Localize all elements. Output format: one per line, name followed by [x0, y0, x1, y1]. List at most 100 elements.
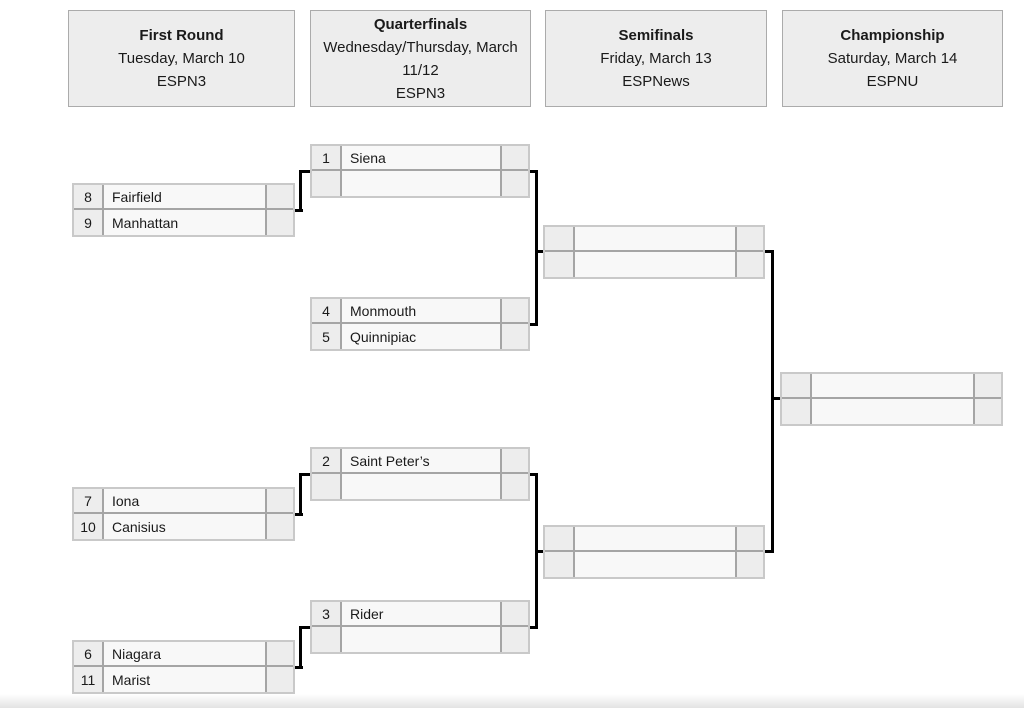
page-bottom-fade — [0, 694, 1024, 708]
round-date: Friday, March 13 — [600, 50, 712, 67]
score-cell — [500, 324, 528, 349]
seed-cell — [545, 227, 575, 250]
team-cell — [812, 374, 973, 397]
score-cell — [500, 627, 528, 652]
connector-sf-top-stub-in — [535, 250, 543, 253]
team-cell: Iona — [104, 489, 265, 512]
match-slot: 1 Siena — [312, 146, 528, 171]
connector-fr3-stub-in — [299, 626, 310, 629]
match-slot — [545, 227, 763, 252]
match-quarterfinal-saint-peters: 2 Saint Peter’s — [310, 447, 530, 501]
team-cell: Fairfield — [104, 185, 265, 208]
match-semifinal-top — [543, 225, 765, 279]
team-cell: Marist — [104, 667, 265, 692]
team-cell: Niagara — [104, 642, 265, 665]
score-cell — [500, 171, 528, 196]
round-date: Tuesday, March 10 — [118, 50, 245, 67]
match-slot — [312, 627, 528, 652]
round-title: First Round — [139, 27, 224, 44]
match-semifinal-bottom — [543, 525, 765, 579]
connector-fr2-vertical — [299, 473, 302, 516]
score-cell — [265, 489, 293, 512]
match-slot — [782, 374, 1001, 399]
seed-cell — [545, 552, 575, 577]
team-cell: Monmouth — [342, 299, 500, 322]
team-cell — [342, 171, 500, 196]
seed-cell: 8 — [74, 185, 104, 208]
score-cell — [265, 185, 293, 208]
match-slot — [545, 527, 763, 552]
connector-sf-bottom-stub-in — [535, 550, 543, 553]
connector-qf4-stub-out — [530, 626, 538, 629]
match-slot — [312, 474, 528, 499]
round-network: ESPNews — [622, 73, 690, 90]
team-cell: Rider — [342, 602, 500, 625]
connector-qf3-stub-out — [530, 473, 538, 476]
round-header-quarterfinals: Quarterfinals Wednesday/Thursday, March … — [310, 10, 531, 107]
score-cell — [500, 449, 528, 472]
score-cell — [265, 667, 293, 692]
match-championship — [780, 372, 1003, 426]
seed-cell: 4 — [312, 299, 342, 322]
team-cell — [575, 227, 735, 250]
team-cell: Saint Peter’s — [342, 449, 500, 472]
match-slot: 8 Fairfield — [74, 185, 293, 210]
round-date: Wednesday/Thursday, March 11/12 — [323, 38, 518, 79]
round-network: ESPN3 — [156, 73, 207, 90]
round-header-semifinals: Semifinals Friday, March 13 ESPNews — [545, 10, 767, 107]
round-title: Championship — [840, 27, 945, 44]
seed-cell: 10 — [74, 514, 104, 539]
seed-cell — [312, 627, 342, 652]
round-date: Saturday, March 14 — [827, 50, 958, 67]
team-cell: Manhattan — [104, 210, 265, 235]
match-quarterfinal-monmouth-quinnipiac: 4 Monmouth 5 Quinnipiac — [310, 297, 530, 351]
match-quarterfinal-siena: 1 Siena — [310, 144, 530, 198]
score-cell — [265, 210, 293, 235]
match-slot: 7 Iona — [74, 489, 293, 514]
score-cell — [265, 514, 293, 539]
match-slot: 9 Manhattan — [74, 210, 293, 235]
connector-fr1-vertical — [299, 170, 302, 212]
team-cell: Siena — [342, 146, 500, 169]
score-cell — [500, 474, 528, 499]
score-cell — [735, 527, 763, 550]
match-quarterfinal-rider: 3 Rider — [310, 600, 530, 654]
seed-cell: 7 — [74, 489, 104, 512]
team-cell: Quinnipiac — [342, 324, 500, 349]
score-cell — [973, 399, 1001, 424]
round-title: Semifinals — [618, 27, 694, 44]
score-cell — [265, 642, 293, 665]
round-network: ESPNU — [866, 73, 919, 90]
seed-cell: 11 — [74, 667, 104, 692]
connector-fr2-stub-in — [299, 473, 310, 476]
match-slot — [545, 252, 763, 277]
seed-cell: 3 — [312, 602, 342, 625]
seed-cell: 1 — [312, 146, 342, 169]
score-cell — [735, 227, 763, 250]
seed-cell — [782, 399, 812, 424]
team-cell — [575, 552, 735, 577]
team-cell — [575, 252, 735, 277]
connector-qf1-stub-out — [530, 170, 538, 173]
score-cell — [500, 146, 528, 169]
team-cell — [575, 527, 735, 550]
score-cell — [500, 602, 528, 625]
match-slot — [545, 552, 763, 577]
match-slot — [312, 171, 528, 196]
match-first-round-iona-canisius: 7 Iona 10 Canisius — [72, 487, 295, 541]
match-slot: 4 Monmouth — [312, 299, 528, 324]
connector-sf1-stub-out — [765, 250, 774, 253]
connector-sf-top-vertical — [535, 170, 538, 326]
connector-championship-stub-in — [771, 397, 780, 400]
connector-sf2-stub-out — [765, 550, 774, 553]
round-header-championship: Championship Saturday, March 14 ESPNU — [782, 10, 1003, 107]
match-slot: 6 Niagara — [74, 642, 293, 667]
score-cell — [973, 374, 1001, 397]
match-first-round-niagara-marist: 6 Niagara 11 Marist — [72, 640, 295, 694]
round-header-first-round: First Round Tuesday, March 10 ESPN3 — [68, 10, 295, 107]
seed-cell — [545, 527, 575, 550]
team-cell — [342, 474, 500, 499]
score-cell — [735, 252, 763, 277]
match-slot: 5 Quinnipiac — [312, 324, 528, 349]
